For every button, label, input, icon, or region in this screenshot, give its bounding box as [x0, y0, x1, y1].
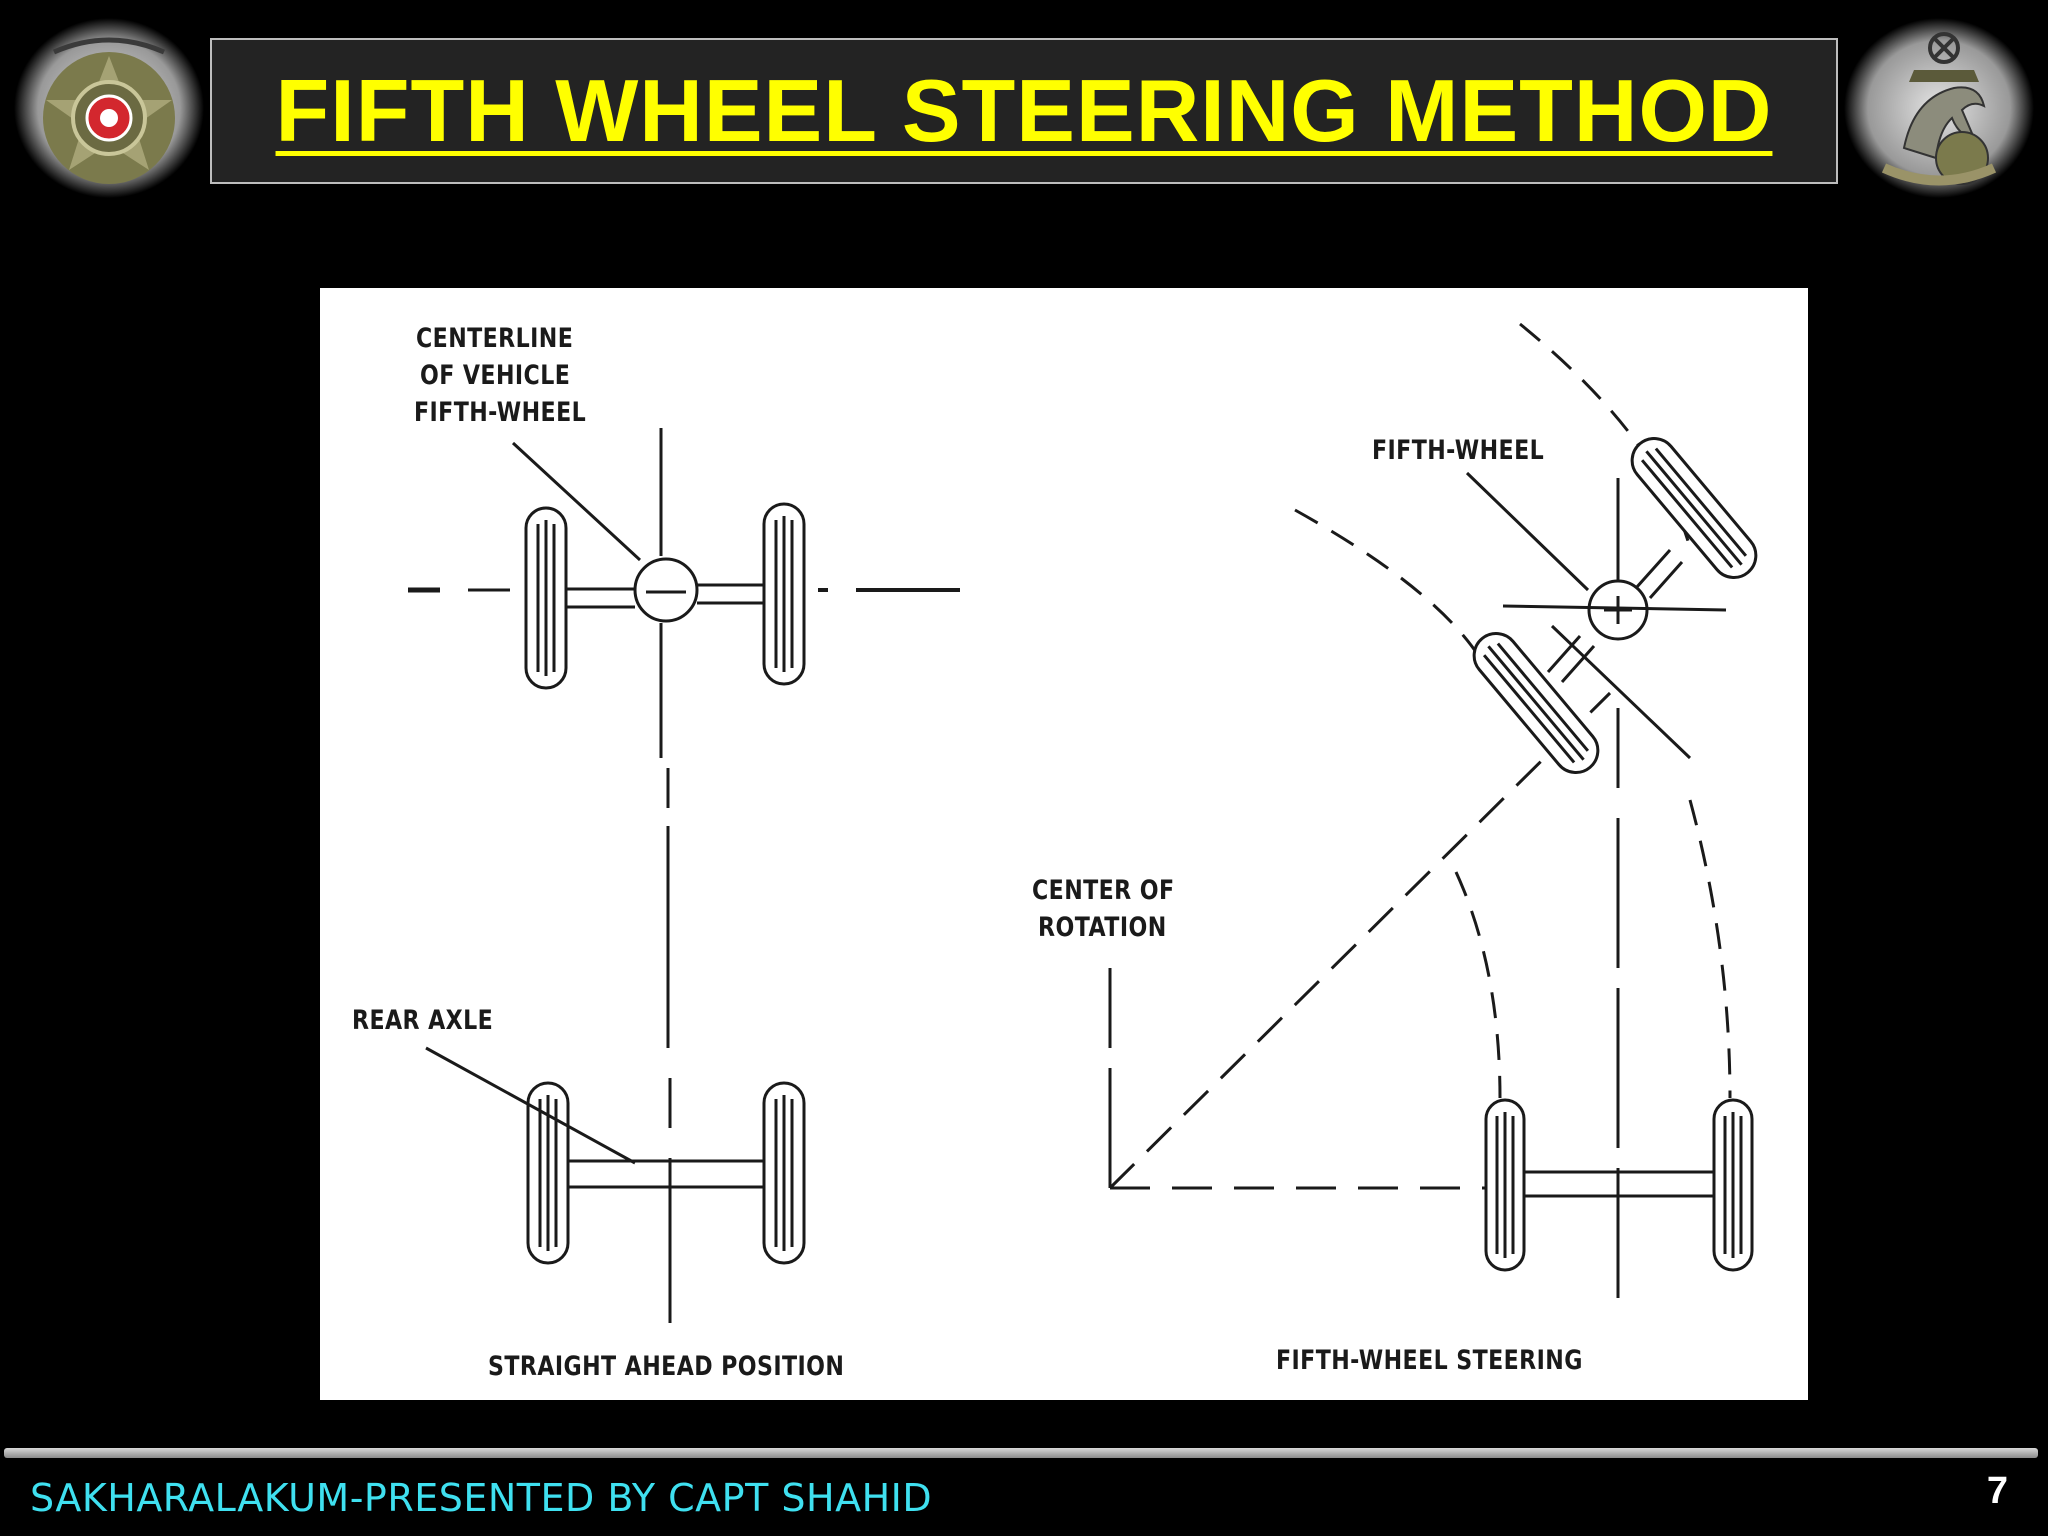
center-of-rotation-line1: CENTER OF: [1032, 875, 1175, 906]
centerline-label-line1: CENTERLINE: [416, 323, 574, 354]
front-axle-assembly: [408, 441, 960, 690]
steered-axle-assembly: [1465, 437, 1758, 774]
centerline-label-line2: OF VEHICLE: [420, 360, 571, 391]
footer-credit: SAKHARALAKUM-PRESENTED BY CAPT SHAHID: [30, 1476, 933, 1520]
title-banner: FIFTH WHEEL STEERING METHOD: [210, 38, 1838, 184]
rear-axle-label: REAR AXLE: [352, 1005, 494, 1036]
unit-badge-icon: [14, 18, 204, 198]
slide-title: FIFTH WHEEL STEERING METHOD: [275, 61, 1773, 160]
fifth-wheel-label: FIFTH-WHEEL: [1372, 435, 1545, 466]
center-of-rotation-line2: ROTATION: [1038, 912, 1167, 943]
slide-number: 7: [1986, 1470, 2008, 1512]
rear-axle-assembly-left: [425, 1046, 806, 1265]
straight-ahead-caption: STRAIGHT AHEAD POSITION: [488, 1351, 845, 1382]
footer-divider: [4, 1448, 2038, 1458]
diagram-panel: CENTERLINE OF VEHICLE FIFTH-WHEEL REAR A…: [320, 288, 1808, 1400]
rear-axle-assembly-right: [1484, 1098, 1754, 1272]
fifth-wheel-steering-caption: FIFTH-WHEEL STEERING: [1276, 1345, 1583, 1376]
horse-crest-icon: [1844, 18, 2034, 198]
centerline-label-line3: FIFTH-WHEEL: [414, 397, 587, 428]
